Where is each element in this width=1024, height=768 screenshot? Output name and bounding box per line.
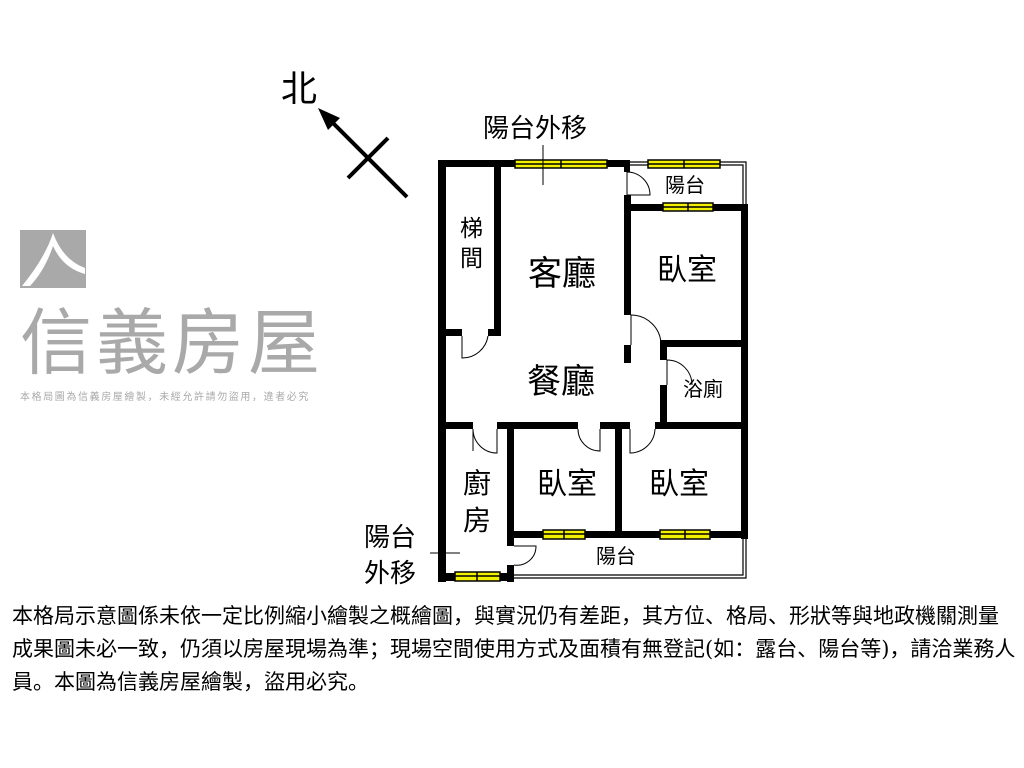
room-bedroom-bottom-right: 臥室	[649, 467, 709, 502]
doors	[461, 171, 693, 566]
room-stairwell-2: 間	[460, 246, 483, 272]
watermark-brand: 信義房屋	[20, 301, 324, 385]
windows	[454, 159, 721, 582]
room-dining: 餐廳	[527, 362, 595, 402]
disclaimer-text: 本格局示意圖係未依一定比例縮小繪製之概繪圖，與實況仍有差距，其方位、格局、形狀等…	[12, 604, 1016, 694]
room-kitchen-2: 房	[463, 504, 491, 537]
north-arrow-icon	[318, 108, 409, 199]
watermark-notice: 本格局圖為信義房屋繪製，未經允許請勿盜用，違者必究	[20, 390, 310, 403]
balcony-moved-left-line2: 外移	[364, 559, 416, 589]
room-bedroom-top: 臥室	[657, 253, 717, 288]
room-living: 客廳	[528, 254, 596, 294]
room-bathroom: 浴廁	[683, 377, 723, 401]
balcony-moved-label: 陽台外移	[483, 114, 587, 144]
room-stairwell-1: 梯	[460, 216, 483, 242]
room-bedroom-bottom-left: 臥室	[537, 467, 597, 502]
balcony-moved-left-line1: 陽台	[364, 523, 416, 553]
watermark-logo	[20, 230, 86, 288]
north-label: 北	[281, 69, 317, 110]
room-balcony-top: 陽台	[665, 173, 705, 197]
room-balcony-bottom: 陽台	[596, 544, 636, 568]
room-kitchen-1: 廚	[463, 467, 491, 500]
